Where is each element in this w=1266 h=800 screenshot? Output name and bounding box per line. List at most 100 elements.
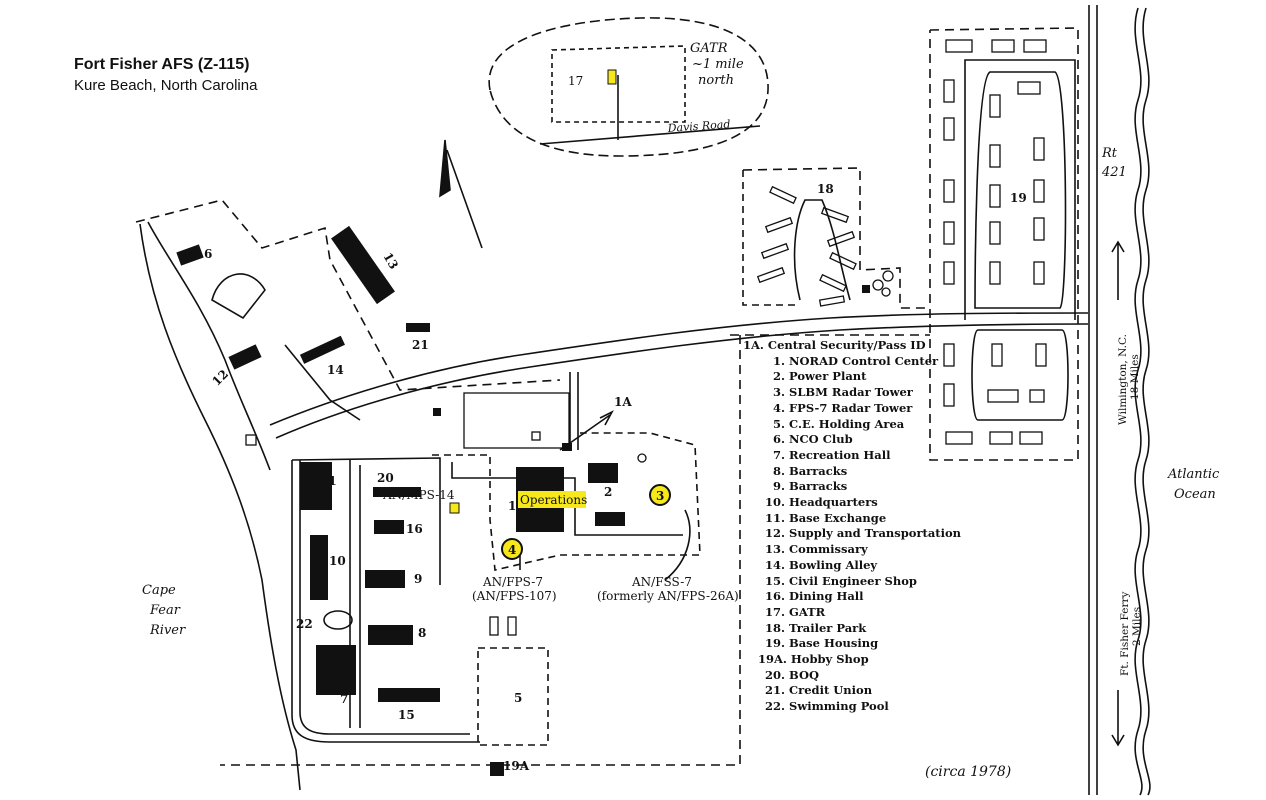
outline-buildings <box>245 39 1047 636</box>
building-number-3: 3 <box>656 489 664 503</box>
legend-item: 18. Trailer Park <box>765 620 867 635</box>
building-number-19a: 19A <box>503 759 530 773</box>
housing-unit <box>943 221 955 245</box>
ferry-arrow <box>1111 690 1125 747</box>
gatr-distance: ~1 mile <box>692 57 744 72</box>
tank <box>872 279 884 291</box>
base-road-west <box>291 460 480 743</box>
building-12 <box>228 344 262 370</box>
ocean-shoreline-2 <box>1142 7 1151 796</box>
building-16 <box>374 520 404 534</box>
base-perimeter-fence <box>135 27 1079 766</box>
ball-field <box>211 273 266 320</box>
main-road-south-edge <box>275 323 1089 439</box>
building-number-2: 2 <box>604 485 612 499</box>
river-label: River <box>149 623 186 638</box>
gatr-title: GATR <box>690 41 728 56</box>
shed <box>507 616 517 636</box>
fps26a-label: (formerly AN/FPS-26A) <box>597 589 739 603</box>
radar-4-marker <box>501 538 523 560</box>
housing-unit <box>987 389 1019 403</box>
building-14 <box>299 335 345 364</box>
ocean-shoreline-1 <box>1134 7 1143 796</box>
pass-id-label: 1A <box>614 395 632 409</box>
building-9 <box>365 570 405 588</box>
handwritten-labels: 1A GATR ~1 mile north Davis Road Rt 421 … <box>142 41 1220 780</box>
ops-compound-fence <box>432 432 701 571</box>
tank <box>882 270 894 282</box>
river-shoreline-inner <box>147 221 271 471</box>
legend-item: 20. BOQ <box>765 667 819 682</box>
trailer <box>819 273 847 293</box>
fps107-label: (AN/FPS-107) <box>472 589 557 603</box>
housing-unit <box>991 39 1015 53</box>
legend-item: 9. Barracks <box>773 479 848 494</box>
building-2b <box>595 512 625 526</box>
building-7 <box>316 645 356 695</box>
legend-item: 19A. Hobby Shop <box>758 652 869 667</box>
route-number: 421 <box>1101 165 1127 180</box>
housing-unit <box>989 184 1001 208</box>
building-number-22: 22 <box>296 617 313 631</box>
trailer <box>769 185 797 205</box>
building-number-14: 14 <box>327 363 344 377</box>
legend-item: 12. Supply and Transportation <box>765 526 961 541</box>
shed <box>245 434 257 446</box>
building-number-8: 8 <box>418 626 426 640</box>
building-number-1: 1 <box>508 499 516 513</box>
shed-1a <box>562 443 572 451</box>
building-10 <box>310 535 328 600</box>
housing-unit <box>943 79 955 103</box>
trailer <box>820 206 850 224</box>
legend-item: 13. Commissary <box>765 542 868 557</box>
housing-unit <box>1017 81 1041 95</box>
housing-block-south <box>971 329 1069 421</box>
trailer <box>760 242 790 260</box>
housing-unit <box>1033 179 1045 203</box>
north-arrow-shaft <box>446 149 483 249</box>
trailer <box>826 230 856 248</box>
operations-highlight <box>518 491 586 508</box>
housing-unit <box>989 431 1013 445</box>
housing-unit <box>943 383 955 407</box>
legend-item: 21. Credit Union <box>765 683 873 698</box>
housing-unit <box>1033 137 1045 161</box>
building-number-12: 12 <box>209 367 231 389</box>
legend-item: 8. Barracks <box>773 463 848 478</box>
building-number-19: 19 <box>1010 191 1027 205</box>
building-number-20: 20 <box>377 471 394 485</box>
building-number-6: 6 <box>204 247 212 261</box>
building-number-16: 16 <box>406 522 423 536</box>
mps14-label: AN/MPS-14 <box>382 488 455 502</box>
housing-unit <box>989 261 1001 285</box>
atlantic-label: Atlantic <box>1167 467 1220 482</box>
housing-unit <box>943 117 955 141</box>
housing-unit <box>1033 217 1045 241</box>
ce-holding-fence <box>477 647 549 746</box>
pass-id-pointer-head <box>599 410 614 426</box>
davis-road <box>539 125 761 145</box>
housing-unit <box>1033 261 1045 285</box>
legend-item: 7. Recreation Hall <box>773 447 891 462</box>
fss7-pointer <box>664 509 691 581</box>
base-road-west-inner <box>299 460 470 735</box>
building-number-5: 5 <box>514 691 522 705</box>
main-road-north-edge <box>269 312 1089 426</box>
trailer <box>829 251 857 271</box>
map-title: Fort Fisher AFS (Z-115) <box>74 56 250 73</box>
housing-unit <box>1029 389 1045 403</box>
legend-item: 1A. Central Security/Pass ID <box>743 338 926 352</box>
north-arrow <box>439 139 451 198</box>
circa-label: (circa 1978) <box>925 764 1011 780</box>
route-label: Rt <box>1101 146 1118 161</box>
building-number-17: 17 <box>568 74 583 88</box>
inset-oval <box>488 17 769 157</box>
wilmington-distance: 18 Miles <box>1129 354 1141 400</box>
building-6 <box>176 244 204 266</box>
swimming-pool <box>323 610 353 630</box>
legend-item: 14. Bowling Alley <box>765 557 878 572</box>
housing-block-north <box>974 71 1067 309</box>
housing-road-vert <box>964 59 1076 320</box>
legend-item: 11. Base Exchange <box>765 510 887 525</box>
trailer-park-fence <box>742 170 800 306</box>
